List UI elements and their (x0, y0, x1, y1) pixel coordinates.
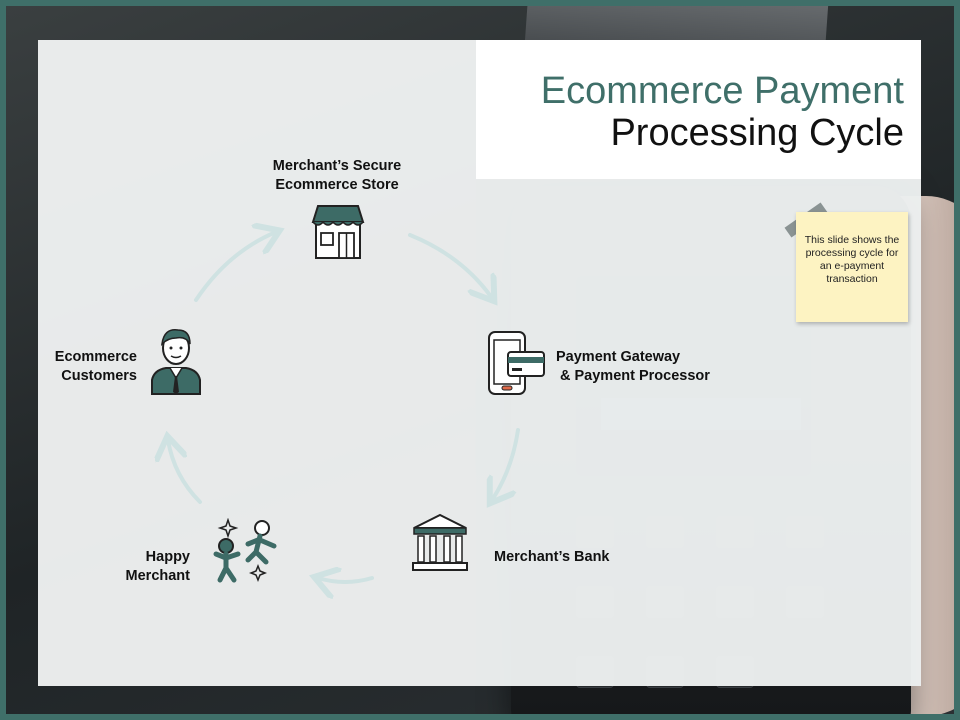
arrow-store-to-gateway (408, 233, 492, 298)
step-customers-label: Ecommerce Customers (46, 348, 137, 386)
step-gateway-label: Payment Gateway & Payment Processor (556, 348, 710, 386)
step-merchant-line-2: Merchant (125, 568, 190, 584)
step-merchant-line-1: Happy (145, 549, 190, 565)
title-line-1: Ecommerce Payment (540, 70, 904, 112)
businessman-icon (151, 329, 201, 395)
step-gateway-line-1: Payment Gateway (556, 349, 681, 365)
mobile-card-payment-icon (488, 331, 545, 395)
step-gateway-line-2: & Payment Processor (560, 368, 710, 384)
bank-building-icon (412, 513, 468, 571)
step-bank-label: Merchant’s Bank (494, 548, 610, 567)
step-customers-line-2: Customers (61, 368, 137, 384)
step-bank-line-1: Merchant’s Bank (494, 549, 610, 565)
arrow-bank-to-merchant (318, 578, 374, 582)
sticky-note: This slide shows the processing cycle fo… (796, 212, 908, 322)
step-customers-line-1: Ecommerce (54, 349, 137, 365)
title-box (476, 40, 921, 179)
arrow-gateway-to-bank (492, 428, 520, 500)
title-line-2: Processing Cycle (610, 112, 904, 154)
storefront-icon (311, 205, 365, 259)
step-store-line-2: Ecommerce Store (275, 177, 399, 193)
step-store-line-1: Merchant’s Secure (272, 158, 402, 174)
arrow-customers-to-store (194, 232, 276, 302)
dancing-people-icon (213, 518, 277, 583)
step-store-label: Merchant’s Secure Ecommerce Store (266, 157, 408, 195)
step-merchant-label: Happy Merchant (112, 548, 190, 586)
arrow-merchant-to-customers (168, 440, 202, 504)
